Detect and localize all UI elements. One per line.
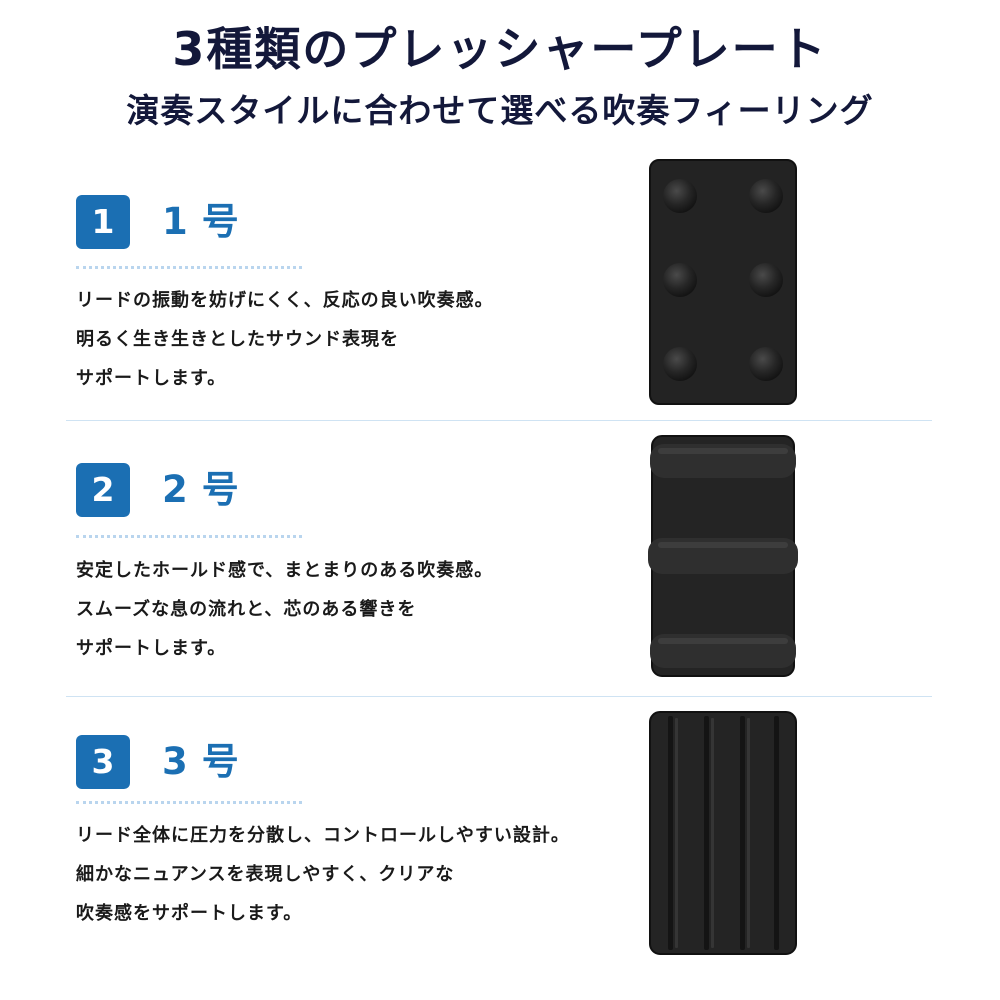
plate-description-2: 安定したホールド感で、まとまりのある吹奏感。 スムーズな息の流れと、芯のある響き… <box>76 551 596 668</box>
plate-description-3: リード全体に圧力を分散し、コントロールしやすい設計。 細かなニュアンスを表現しや… <box>76 816 596 933</box>
description-line: 明るく生き生きとしたサウンド表現を <box>76 329 399 350</box>
description-line: スムーズな息の流れと、芯のある響きを <box>76 599 417 620</box>
plate-label-3: 3号 <box>162 740 253 783</box>
plate-groove-highlight <box>675 718 678 948</box>
pressure-plate-grooves-image <box>649 711 797 955</box>
plate-label-2: 2号 <box>162 468 253 511</box>
pressure-plate-dots-image <box>649 159 797 405</box>
description-line: リード全体に圧力を分散し、コントロールしやすい設計。 <box>76 825 570 846</box>
description-line: サポートします。 <box>76 638 227 659</box>
plate-label-1: 1号 <box>162 200 253 243</box>
number-badge-3: 3 <box>76 735 130 789</box>
plate-groove <box>740 716 745 950</box>
dotted-separator-3 <box>76 801 302 804</box>
description-line: リードの振動を妨げにくく、反応の良い吹奏感。 <box>76 290 494 311</box>
plate-body <box>649 159 797 405</box>
pressure-plate-ridges-image <box>648 435 798 677</box>
description-line: 安定したホールド感で、まとまりのある吹奏感。 <box>76 560 494 581</box>
plate-bump <box>663 263 697 297</box>
plate-groove-highlight <box>711 718 714 948</box>
page-title: 3種類のプレッシャープレート <box>172 22 828 76</box>
dotted-separator-2 <box>76 535 302 538</box>
plate-ridge-highlight <box>658 448 788 454</box>
description-line: サポートします。 <box>76 368 227 389</box>
plate-bump <box>749 347 783 381</box>
plate-description-1: リードの振動を妨げにくく、反応の良い吹奏感。 明るく生き生きとしたサウンド表現を… <box>76 281 596 398</box>
dotted-separator-1 <box>76 266 302 269</box>
plate-body <box>649 711 797 955</box>
plate-bump <box>749 179 783 213</box>
plate-ridge-highlight <box>658 542 788 548</box>
plate-ridge-highlight <box>658 638 788 644</box>
plate-groove-highlight <box>747 718 750 948</box>
plate-groove <box>704 716 709 950</box>
description-line: 細かなニュアンスを表現しやすく、クリアな <box>76 864 455 885</box>
number-badge-1: 1 <box>76 195 130 249</box>
section-divider-1 <box>66 420 932 421</box>
section-divider-2 <box>66 696 932 697</box>
plate-bump <box>749 263 783 297</box>
plate-bump <box>663 179 697 213</box>
number-badge-2: 2 <box>76 463 130 517</box>
plate-bump <box>663 347 697 381</box>
plate-groove <box>668 716 673 950</box>
page-subtitle: 演奏スタイルに合わせて選べる吹奏フィーリング <box>126 91 874 130</box>
plate-groove <box>774 716 779 950</box>
description-line: 吹奏感をサポートします。 <box>76 903 303 924</box>
